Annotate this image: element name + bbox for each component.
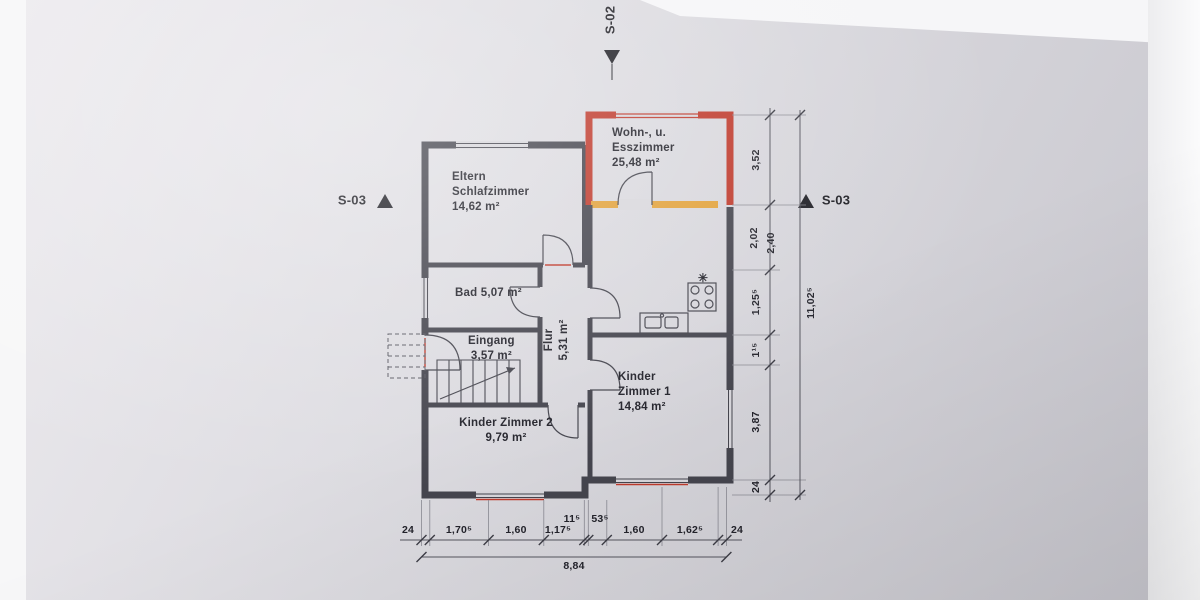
door-swings [424,171,653,439]
living-room-door-opening [618,199,652,210]
dim-bottom-24-right: 24 [730,524,744,537]
section-label-s03-right: S-03 [821,192,851,208]
page-white-edge-right [1148,0,1200,600]
interior-staircase [436,359,521,404]
room-label-wohn-esszimmer: Wohn-, u. Esszimmer 25,48 m² [612,127,675,169]
room-label-kinder-zimmer-2: Kinder Zimmer 2 9,79 m² [459,417,553,444]
door-arc-entry [424,334,461,371]
dim-bottom-160-a: 1,60 [505,524,527,537]
dim-right-352: 3,52 [750,149,763,171]
page-edge-wedge [640,0,1200,45]
dim-bottom-1705: 1,70⁵ [445,524,473,537]
kitchen-star-icon: ✳ [697,271,709,286]
dim-right-1255: 1,25⁵ [750,288,763,316]
dim-bottom-115: 11⁵ [563,513,581,526]
dim-bottom-24-left: 24 [401,524,415,537]
page-white-edge-left [0,0,26,600]
dim-right-115: 1¹⁵ [750,342,763,358]
dimension-chain-right [732,108,806,502]
section-label-s02: S-02 [602,5,618,35]
section-s03-left-triangle-icon [377,194,393,208]
windows [421,111,734,501]
section-s03-right-triangle-icon [798,194,814,208]
door-arc-kitchen [589,287,621,319]
dim-right-240: 2,40 [765,232,778,254]
door-arc-bad [509,286,541,318]
room-label-eltern: Eltern Schlafzimmer 14,62 m² [452,171,530,213]
sink-icon [644,316,662,329]
door-arc-living-room [617,171,653,206]
dim-right-387: 3,87 [750,411,763,433]
dimension-chain-bottom [400,487,742,563]
kitchen-counter [639,312,689,334]
section-s02-triangle-icon [604,50,620,64]
interior-walls [425,205,730,480]
dim-right-202: 2,02 [748,227,761,249]
room-label-bad: Bad 5,07 m² [455,287,522,299]
dim-bottom-535: 53⁵ [591,513,609,526]
dim-right-total: 11,02⁵ [805,287,818,319]
room-label-kinder-zimmer-1: Kinder Zimmer 1 14,84 m² [618,371,671,413]
paper-background [26,0,1148,600]
room-label-flur: Flur 5,31 m² [543,319,570,361]
section-marker-triangles [377,50,814,208]
section-label-s03-left: S-03 [337,192,367,208]
dim-bottom-1625: 1,62⁵ [676,524,704,537]
dim-right-24: 24 [750,480,763,494]
living-room-orange-band [591,201,718,208]
door-arc-kinder2 [547,404,579,439]
stove-icon [687,282,717,312]
door-arc-kinder1 [589,359,621,391]
exterior-staircase-dashed [387,333,426,379]
stair-direction-arrow [506,367,515,374]
kitchen-fixtures [639,282,717,334]
dim-bottom-1175: 1,17⁵ [544,524,572,537]
dim-bottom-160-b: 1,60 [623,524,645,537]
door-arc-eltern [542,234,574,266]
dim-bottom-total: 8,84 [563,560,585,573]
room-label-eingang: Eingang 3,57 m² [468,335,515,362]
